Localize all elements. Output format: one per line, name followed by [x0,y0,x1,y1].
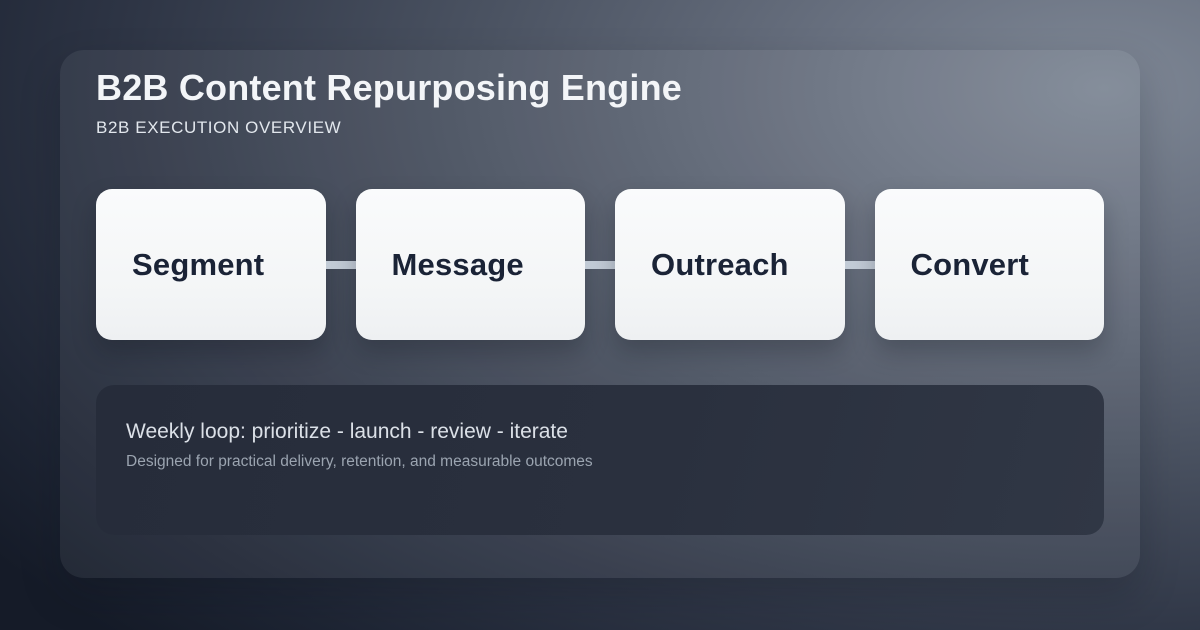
flow-step-convert: Convert [874,189,1104,340]
flow-connector [585,260,615,269]
summary-subtext: Designed for practical delivery, retenti… [126,453,593,470]
page-title: B2B Content Repurposing Engine [96,67,682,108]
flow-step-label: Segment [132,246,265,282]
flow-step-message: Message [355,189,585,340]
flow-step-label: Message [391,246,524,282]
process-flow: Segment Message Outreach Convert [96,189,1104,340]
flow-step-outreach: Outreach [615,189,845,340]
flow-step-label: Outreach [651,246,789,282]
flow-connector [844,260,875,269]
flow-step-segment: Segment [96,189,326,340]
weekly-loop-text: Weekly loop: prioritize - launch - revie… [126,420,568,443]
summary-panel: Weekly loop: prioritize - launch - revie… [96,385,1104,535]
page-subtitle: B2B EXECUTION OVERVIEW [96,118,342,137]
flow-step-label: Convert [910,246,1030,282]
flow-connector [325,260,356,269]
content-card: B2B Content Repurposing Engine B2B EXECU… [60,50,1140,578]
